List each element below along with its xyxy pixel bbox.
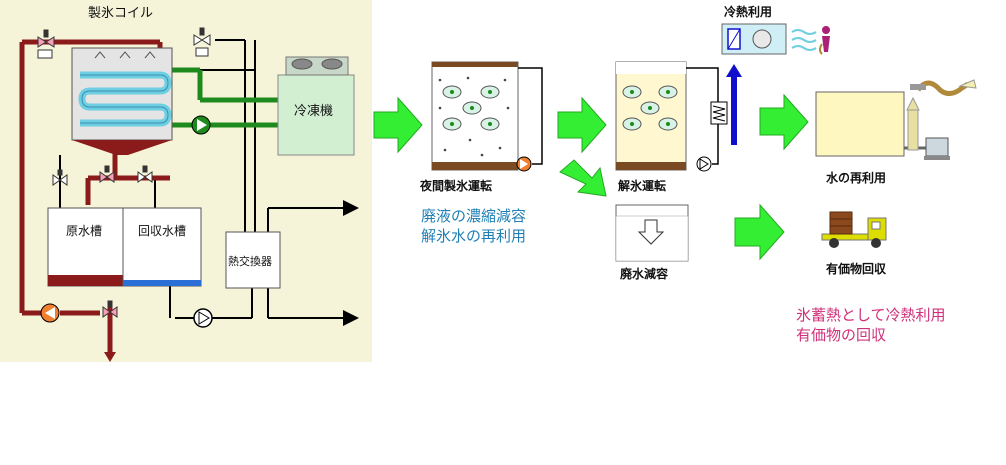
raw-tank-label: 原水槽: [66, 224, 103, 238]
heat-exchanger-label: 熱交換器: [228, 255, 272, 268]
recovery-water-tank: [122, 207, 202, 287]
flow-arrow-diag: [559, 159, 607, 197]
reuse-water-tank: [815, 91, 905, 157]
flow-arrow-1: [373, 96, 423, 154]
night-ice-dots: [438, 76, 510, 157]
cold-supply-line: [731, 75, 737, 145]
recovery-water-level: [123, 280, 201, 286]
reuse-stand: [907, 107, 919, 151]
cold-air-lines: [791, 29, 817, 51]
chiller-label: 冷凍機: [294, 104, 334, 119]
flow-arrow-2: [557, 96, 607, 154]
note-blue-line2: 解氷水の再利用: [421, 227, 527, 245]
pump-white-icon: [193, 308, 213, 328]
flow-arrow-4: [734, 203, 785, 261]
down-arrow-icon: [637, 219, 665, 245]
water-reuse-label: 水の再利用: [826, 171, 887, 185]
reuse-pump-base: [924, 156, 950, 160]
hose-nozzle: [958, 79, 977, 89]
thaw-hx-zigzag: [712, 105, 726, 122]
thaw-tank-top: [616, 62, 686, 74]
fan-coil-fan-icon: [752, 29, 772, 49]
pump-orange-icon: [40, 303, 60, 323]
valve-icons: [37, 27, 211, 318]
note-pink-line2: 有価物の回収: [796, 326, 887, 344]
waste-reduce-label: 廃水減容: [620, 267, 669, 281]
reuse-up-arrow: [906, 96, 920, 111]
chiller-fans: [291, 58, 343, 70]
note-blue-line1: 廃液の濃縮減容: [421, 207, 527, 225]
thaw-tank-bottom: [616, 162, 686, 170]
faucet-icon: [910, 84, 926, 90]
spray-nozzles: [94, 51, 156, 59]
raw-water-level: [48, 275, 123, 286]
heat-exchanger-box: [225, 231, 281, 289]
thaw-pump-icon: [696, 156, 712, 172]
person-icon: [819, 26, 830, 55]
night-ice-tank: [431, 61, 519, 171]
black-lines: [59, 39, 359, 326]
process-arrows: [373, 93, 809, 261]
note-pink-line1: 氷蓄熱として冷熱利用: [796, 306, 946, 324]
drain-arrow: [104, 352, 116, 362]
valuables-label: 有価物回収: [826, 262, 887, 276]
raw-water-tank: [47, 207, 124, 287]
thaw-ice-cores: [630, 90, 670, 126]
night-ice-cores: [450, 90, 492, 126]
reuse-pump-motor: [925, 137, 949, 157]
fan-coil-filter-slash: [727, 28, 741, 50]
ice-coil-label: 製氷コイル: [88, 6, 154, 21]
flow-arrow-3: [759, 93, 809, 151]
cooling-use-label: 冷熱利用: [724, 5, 773, 19]
cold-supply-arrow: [726, 64, 742, 77]
truck-icon: [821, 211, 887, 248]
night-ice-top: [432, 62, 518, 67]
tank-hopper: [72, 140, 172, 155]
night-ice-label: 夜間製氷運転: [420, 179, 493, 193]
thaw-tank: [615, 61, 687, 171]
thaw-label: 解氷運転: [618, 179, 667, 193]
chiller-unit: [277, 74, 355, 156]
ice-coil-outline: [80, 74, 169, 124]
night-pump-icon: [516, 156, 532, 172]
night-ice-bottom: [432, 162, 518, 170]
night-loop-pipe: [518, 67, 543, 165]
pump-green-icon: [191, 115, 211, 135]
recovery-tank-label: 回収水槽: [138, 224, 187, 238]
